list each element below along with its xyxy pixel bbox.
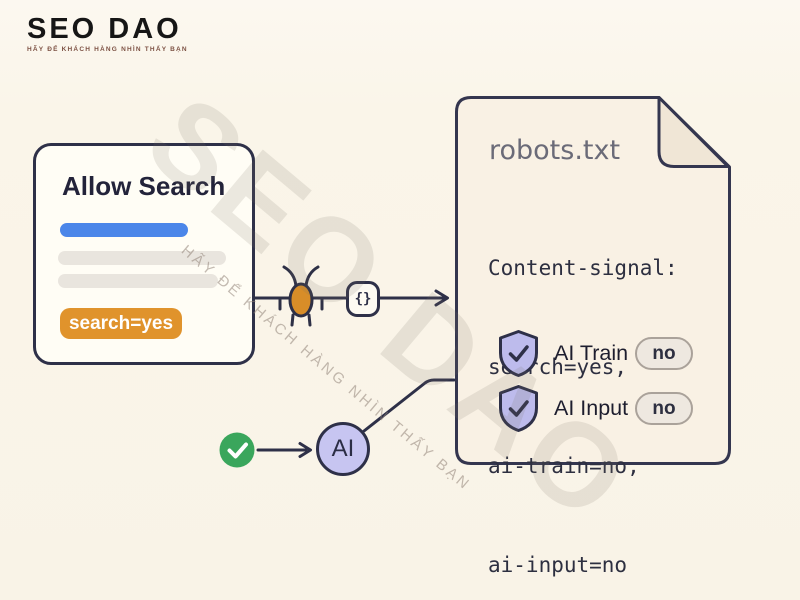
- check-circle-icon: [219, 432, 255, 468]
- code-line: ai-train=no,: [488, 454, 640, 478]
- code-line: ai-input=no: [488, 553, 628, 577]
- allow-search-card: Allow Search search=yes: [33, 143, 255, 365]
- robots-txt-document: robots.txt Content-signal: search=yes, a…: [455, 96, 732, 577]
- search-yes-tag: search=yes: [60, 308, 182, 339]
- code-braces-icon: {}: [346, 281, 380, 317]
- connector-ai-to-doc: [362, 378, 456, 433]
- search-result-bar: [58, 274, 218, 288]
- shield-check-icon: [499, 330, 538, 377]
- arrow-right-icon: [298, 442, 312, 458]
- ai-input-row: AI Input no: [497, 384, 693, 433]
- document-fold-icon: [657, 96, 730, 168]
- bug-icon: [278, 265, 324, 327]
- ai-node: AI: [316, 422, 370, 476]
- row-label: AI Train: [554, 341, 629, 365]
- code-line: Content-signal:: [488, 256, 678, 280]
- arrow-right-icon: [434, 289, 449, 307]
- brand-title: SEO DAO: [27, 13, 182, 45]
- document-title: robots.txt: [489, 135, 621, 166]
- ai-train-row: AI Train no: [497, 329, 693, 378]
- search-result-bar: [58, 251, 226, 265]
- content-signal-code: Content-signal: search=yes, ai-train=no,…: [488, 186, 678, 600]
- card-title: Allow Search: [62, 171, 226, 201]
- brand-tagline: HÃY ĐỂ KHÁCH HÀNG NHÌN THẤY BẠN: [27, 46, 188, 53]
- brand-logo: SEO DAO HÃY ĐỂ KHÁCH HÀNG NHÌN THẤY BẠN: [27, 13, 197, 53]
- shield-check-icon: [499, 385, 538, 432]
- search-result-bar-highlight: [60, 223, 188, 237]
- value-pill: no: [635, 337, 693, 370]
- row-label: AI Input: [554, 396, 629, 420]
- value-pill: no: [635, 392, 693, 425]
- arrow-check-to-ai: [256, 442, 312, 458]
